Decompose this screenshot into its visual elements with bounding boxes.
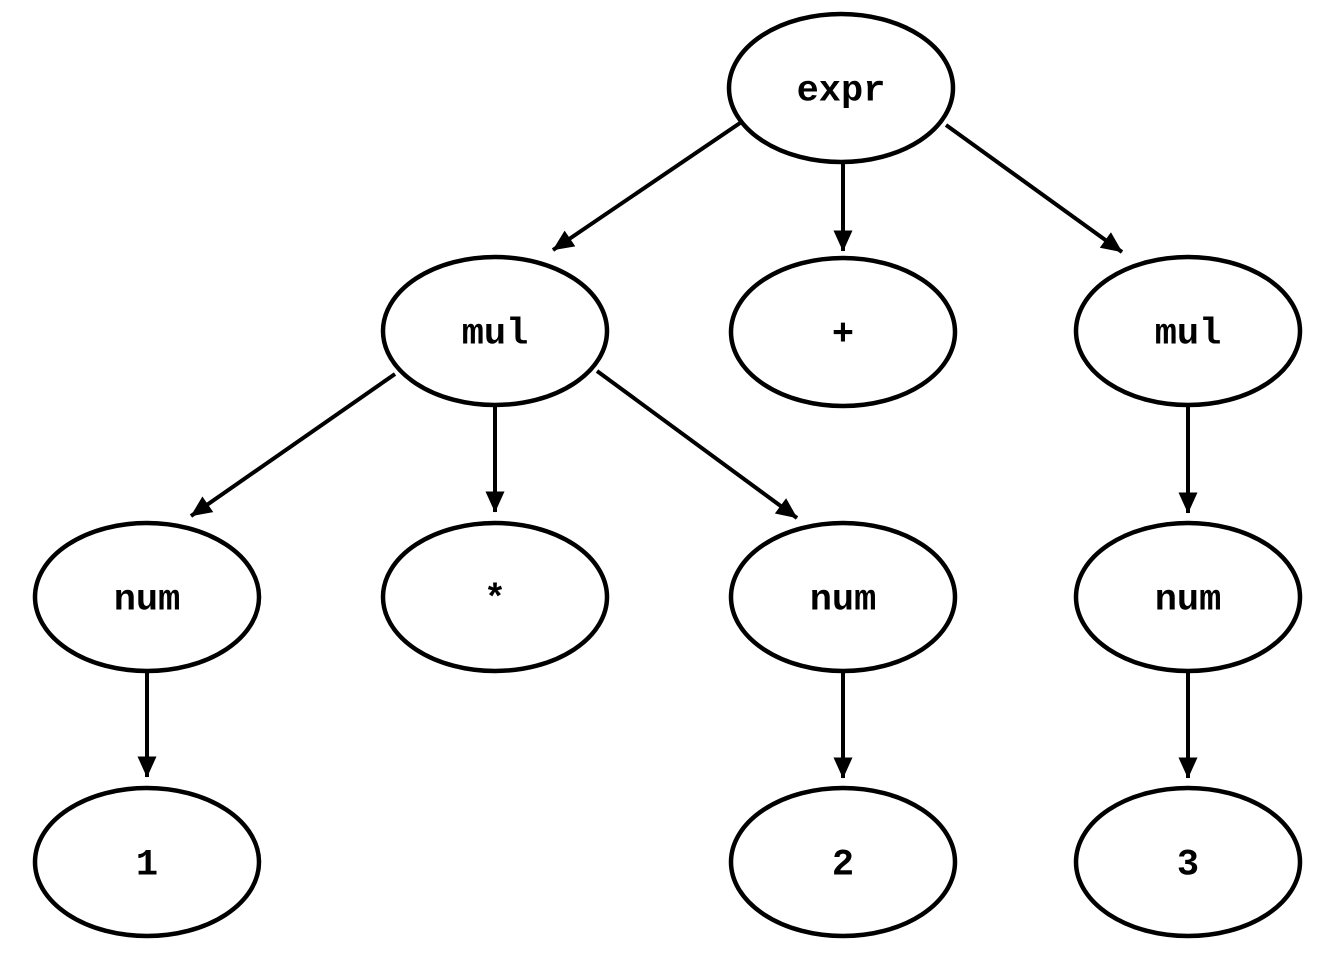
node-leaf_2: 2 xyxy=(728,785,958,939)
node-num_3-label: num xyxy=(1155,580,1222,622)
node-leaf_1-ellipse xyxy=(32,785,262,939)
node-mul_r: mul xyxy=(1073,254,1303,408)
node-plus-label: + xyxy=(832,315,854,357)
node-star: * xyxy=(380,520,610,674)
node-plus: + xyxy=(728,255,958,409)
node-num_2: num xyxy=(728,520,958,674)
node-leaf_2-label: 2 xyxy=(832,845,854,887)
node-leaf_1-label: 1 xyxy=(136,845,158,887)
node-mul_r-ellipse xyxy=(1073,254,1303,408)
node-leaf_1: 1 xyxy=(32,785,262,939)
node-expr-ellipse xyxy=(726,11,956,165)
node-mul_l: mul xyxy=(380,254,610,408)
node-mul_r-label: mul xyxy=(1155,314,1222,356)
edges-layer xyxy=(137,121,1198,779)
node-num_3-ellipse xyxy=(1073,520,1303,674)
edge-expr-mul_r xyxy=(944,123,1124,254)
node-leaf_3: 3 xyxy=(1073,785,1303,939)
node-star-ellipse xyxy=(380,520,610,674)
node-plus-ellipse xyxy=(728,255,958,409)
node-expr: expr xyxy=(726,11,956,165)
node-num_1-label: num xyxy=(114,580,181,622)
node-num_1-ellipse xyxy=(32,520,262,674)
node-mul_l-label: mul xyxy=(462,314,529,356)
node-leaf_3-ellipse xyxy=(1073,785,1303,939)
node-leaf_2-ellipse xyxy=(728,785,958,939)
nodes-layer: expr mul + mul num * num num 1 2 3 xyxy=(32,11,1303,939)
node-expr-label: expr xyxy=(797,71,886,113)
node-num_1: num xyxy=(32,520,262,674)
edge-mul_l-num_1 xyxy=(189,372,397,518)
edge-expr-mul_l xyxy=(551,121,742,252)
edge-mul_l-num_2 xyxy=(595,369,799,520)
node-num_3: num xyxy=(1073,520,1303,674)
node-leaf_3-label: 3 xyxy=(1177,845,1199,887)
node-num_2-label: num xyxy=(810,580,877,622)
node-num_2-ellipse xyxy=(728,520,958,674)
node-mul_l-ellipse xyxy=(380,254,610,408)
node-star-label: * xyxy=(484,580,506,622)
